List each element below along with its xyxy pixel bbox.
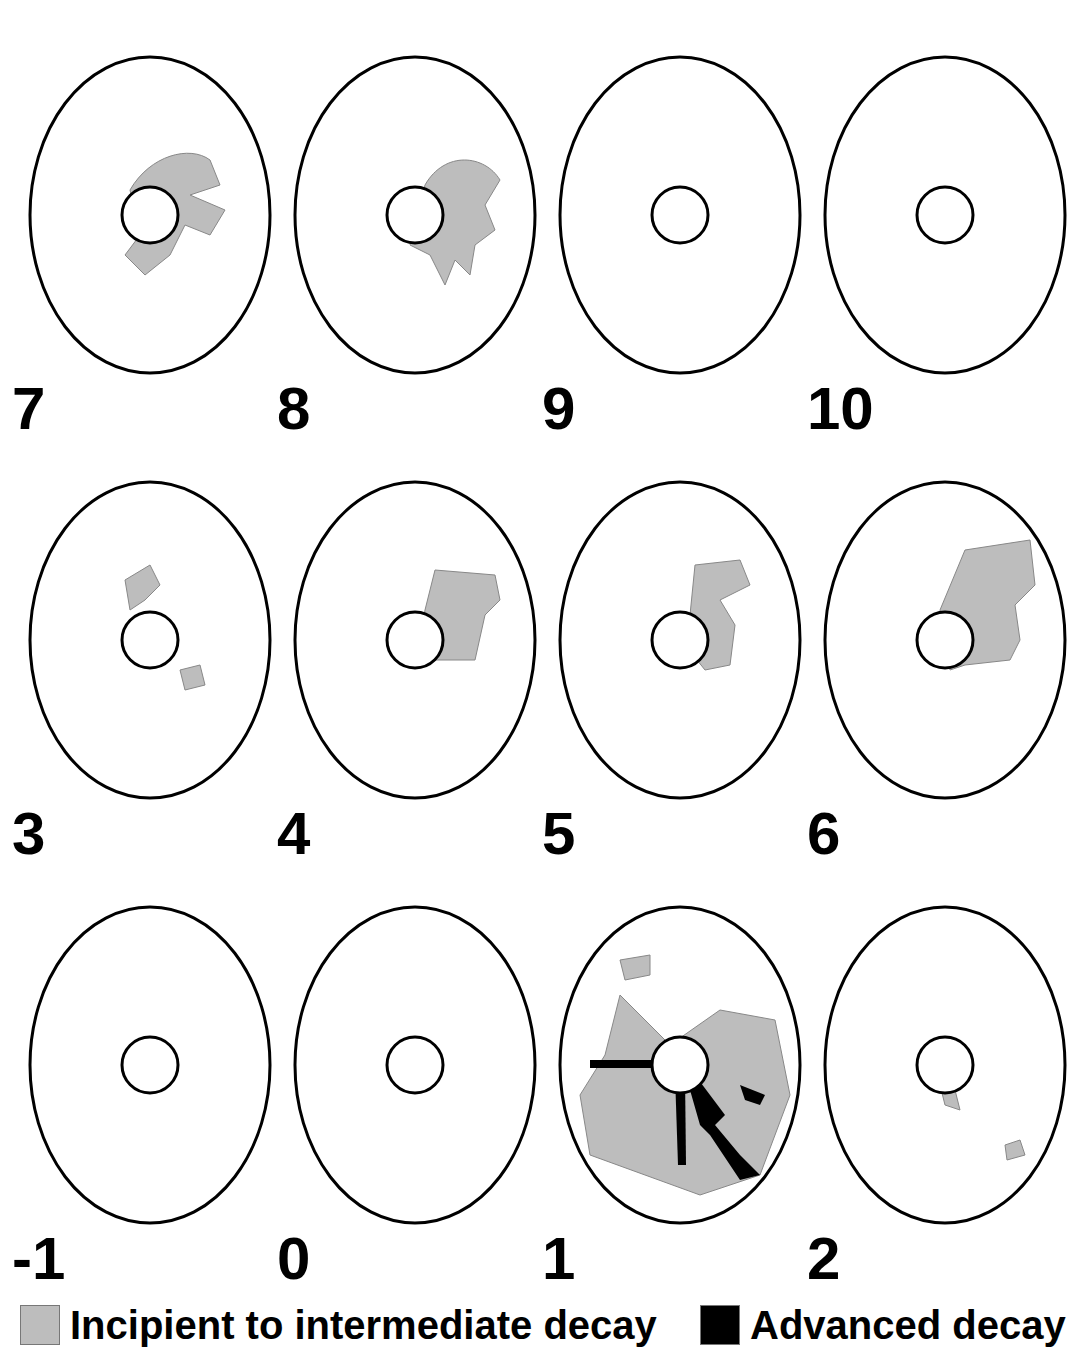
bore-hole xyxy=(917,187,973,243)
bore-hole xyxy=(387,612,443,668)
wood-disc xyxy=(30,57,270,373)
legend-swatch xyxy=(700,1305,740,1345)
disc-outline xyxy=(295,482,535,798)
disc-number: 6 xyxy=(805,804,842,864)
disc-outline xyxy=(30,57,270,373)
disc-number: 3 xyxy=(10,804,47,864)
wood-disc xyxy=(295,57,535,373)
bore-hole xyxy=(652,1037,708,1093)
disc-outline xyxy=(295,57,535,373)
incipient-decay xyxy=(180,665,205,690)
disc-outline xyxy=(825,482,1065,798)
disc-outline xyxy=(560,57,800,373)
wood-disc xyxy=(825,482,1065,798)
wood-disc xyxy=(560,907,800,1223)
disc-number: 10 xyxy=(805,379,876,439)
bore-hole xyxy=(122,612,178,668)
disc-number: 2 xyxy=(805,1229,842,1289)
disc-number: -1 xyxy=(10,1229,67,1289)
advanced-decay xyxy=(740,1085,765,1105)
wood-disc xyxy=(560,482,800,798)
incipient-decay xyxy=(620,955,650,980)
disc-number: 0 xyxy=(275,1229,312,1289)
disc-number: 9 xyxy=(540,379,577,439)
legend-swatch xyxy=(20,1305,60,1345)
disc-outline xyxy=(30,482,270,798)
bore-hole xyxy=(917,612,973,668)
disc-outline xyxy=(30,907,270,1223)
bore-hole xyxy=(652,187,708,243)
disc-number: 8 xyxy=(275,379,312,439)
legend-text: Advanced decay xyxy=(750,1303,1066,1348)
legend-item: Incipient to intermediate decay xyxy=(20,1300,657,1350)
legend-text: Incipient to intermediate decay xyxy=(70,1303,657,1348)
disc-outline xyxy=(825,907,1065,1223)
bore-hole xyxy=(122,1037,178,1093)
disc-number: 4 xyxy=(275,804,312,864)
disc-number: 7 xyxy=(10,379,47,439)
wood-disc xyxy=(560,57,800,373)
wood-disc xyxy=(295,907,535,1223)
disc-outline xyxy=(560,482,800,798)
incipient-decay xyxy=(1005,1140,1025,1160)
wood-disc xyxy=(30,482,270,798)
bore-hole xyxy=(917,1037,973,1093)
disc-number: 1 xyxy=(540,1229,577,1289)
wood-disc xyxy=(825,57,1065,373)
wood-disc xyxy=(825,907,1065,1223)
bore-hole xyxy=(122,187,178,243)
bore-hole xyxy=(387,1037,443,1093)
disc-number: 5 xyxy=(540,804,577,864)
wood-disc xyxy=(30,907,270,1223)
bore-hole xyxy=(387,187,443,243)
incipient-decay xyxy=(580,995,790,1195)
legend-item: Advanced decay xyxy=(700,1300,1066,1350)
disc-outline xyxy=(825,57,1065,373)
bore-hole xyxy=(652,612,708,668)
advanced-decay xyxy=(590,1060,660,1068)
disc-outline xyxy=(560,907,800,1223)
wood-disc xyxy=(295,482,535,798)
disc-outline xyxy=(295,907,535,1223)
incipient-decay xyxy=(125,565,160,610)
